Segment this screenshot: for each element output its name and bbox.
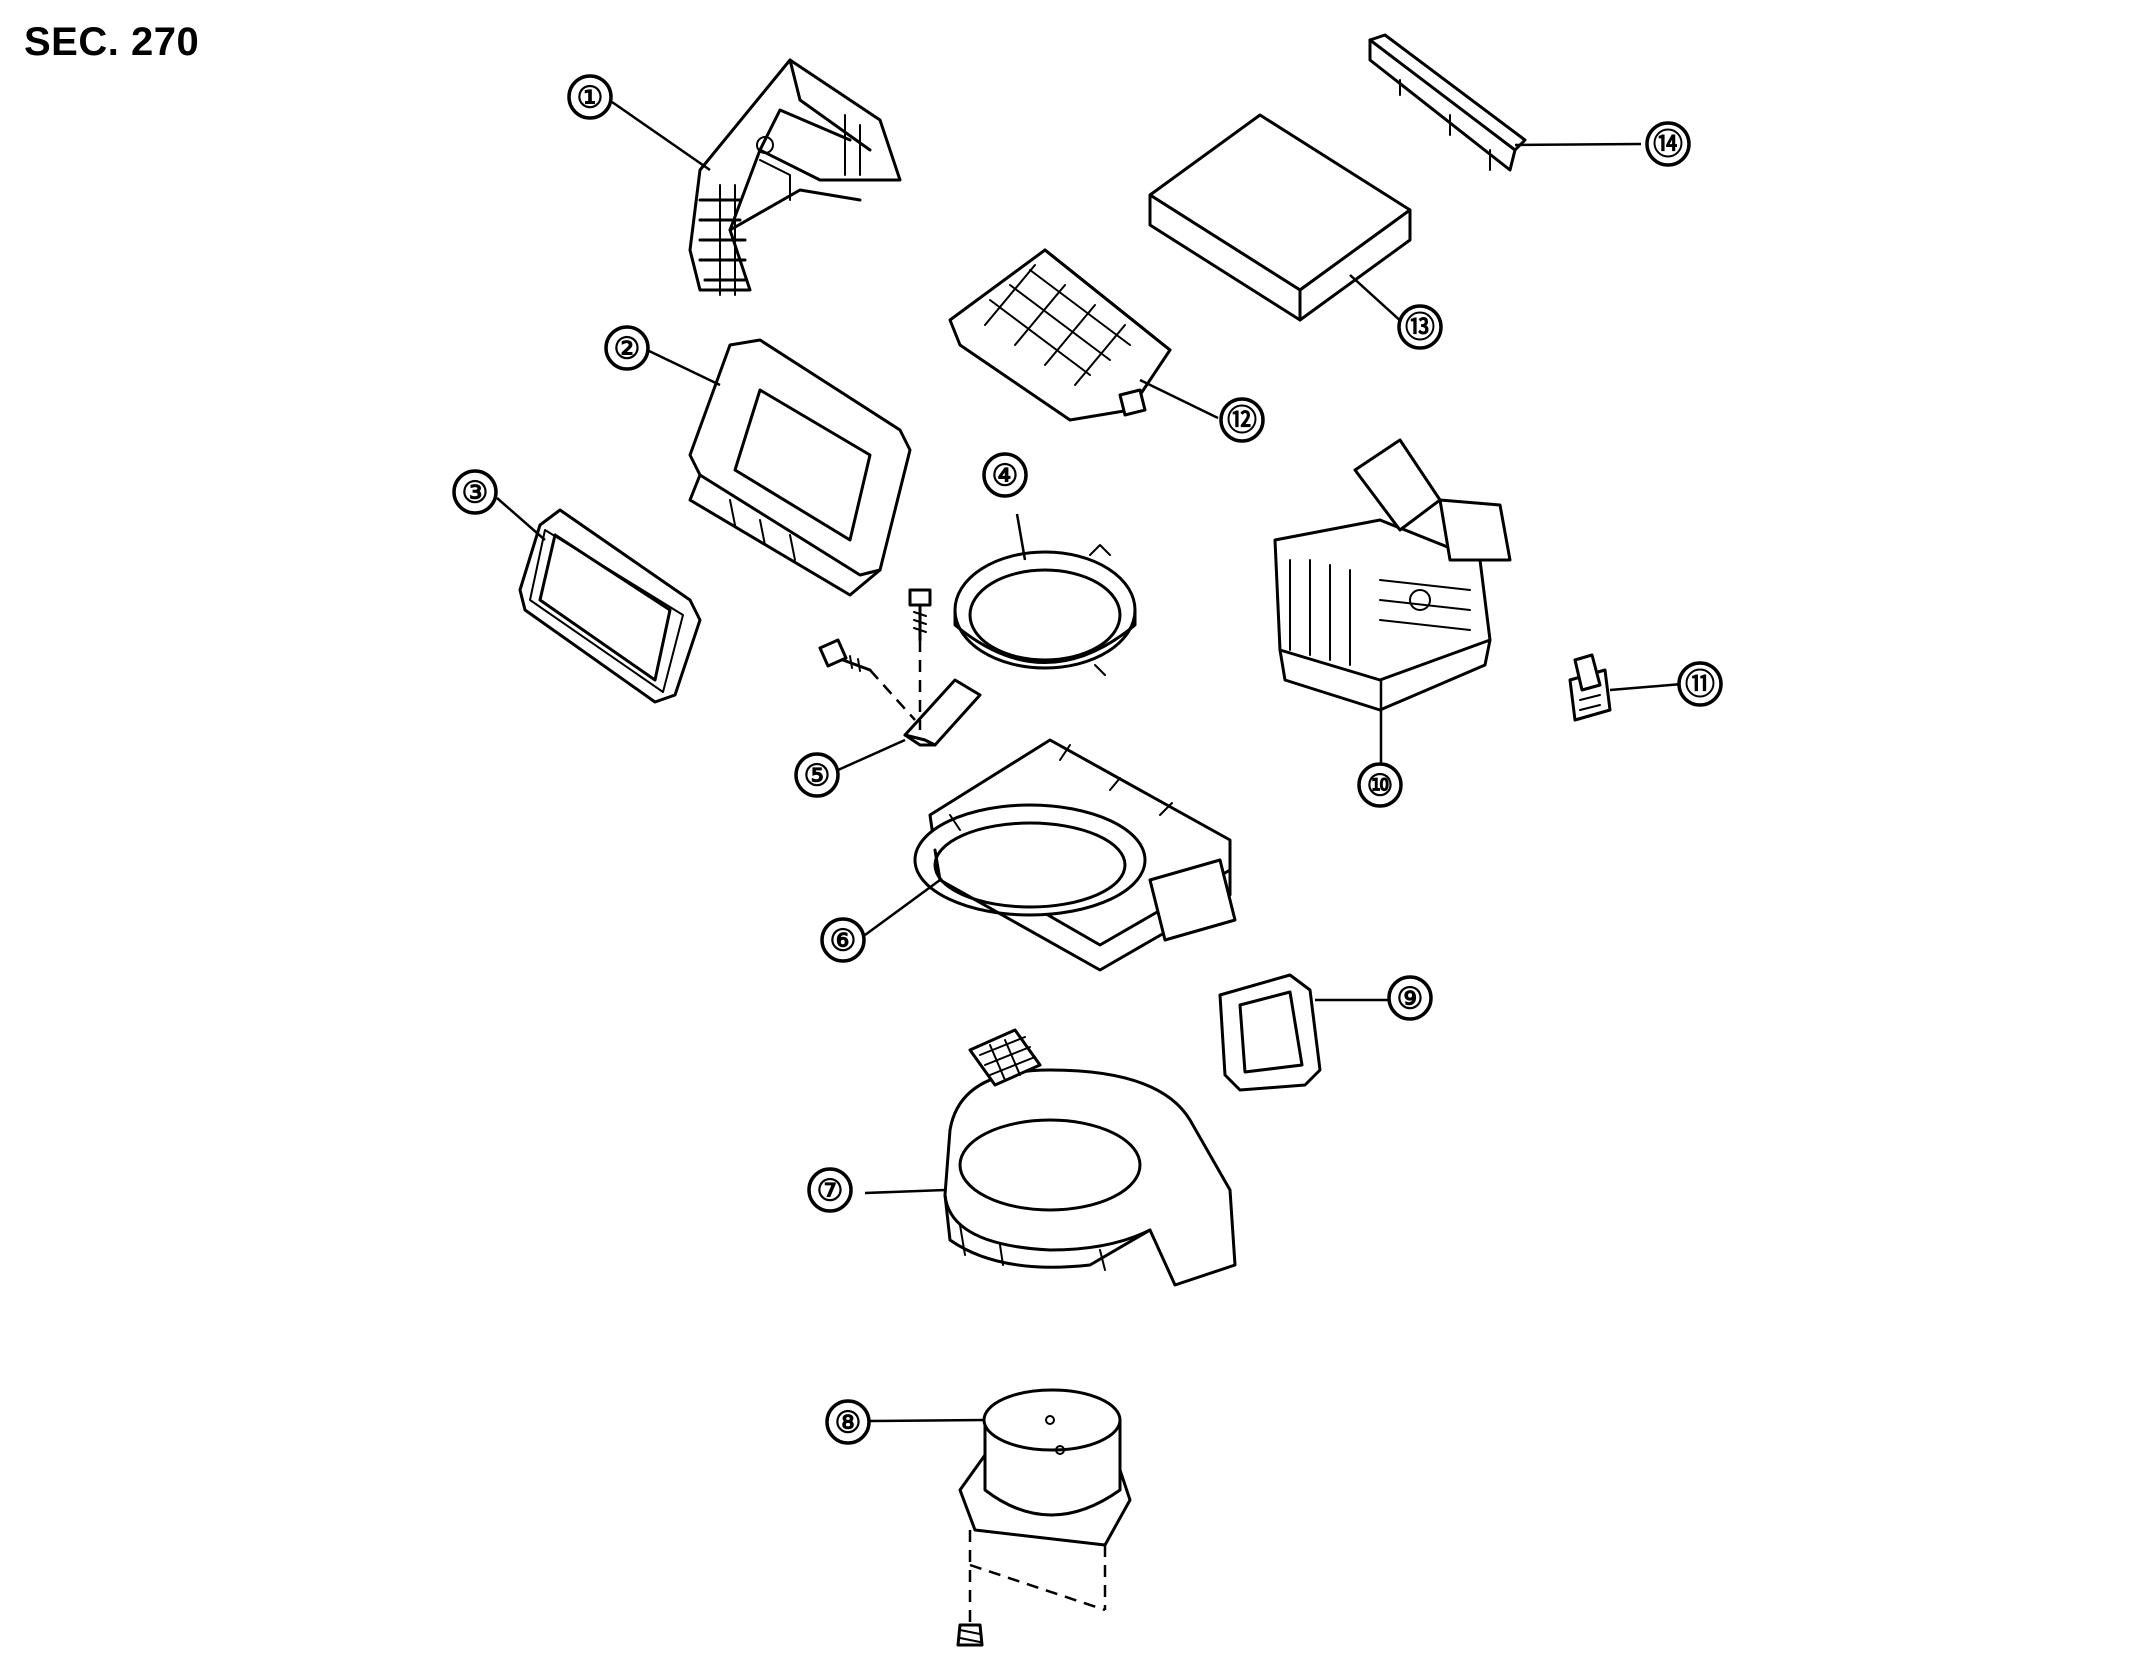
callout-duct-seal: ⑨ <box>1387 975 1433 1021</box>
callout-fan-assembly: ⑫ <box>1219 397 1265 443</box>
callout-number: ① <box>577 82 604 115</box>
callout-number: ② <box>614 333 641 366</box>
callout-circle <box>1387 975 1433 1021</box>
part-intake-unit-case <box>1273 438 1512 712</box>
callout-number: ⑭ <box>1653 129 1683 162</box>
callout-circle <box>1397 304 1443 350</box>
callout-number: ④ <box>992 460 1019 493</box>
callout-number: ⑥ <box>830 925 857 958</box>
callout-intake-unit-case: ⑩ <box>1357 762 1403 808</box>
part-upper-blower-case <box>913 738 1237 972</box>
callout-number: ⑨ <box>1397 983 1424 1016</box>
part-lower-blower-case <box>943 1028 1237 1287</box>
callout-bracket-with-bolts: ⑤ <box>794 752 840 798</box>
part-bracket-with-bolts <box>818 588 982 747</box>
callout-circle <box>1645 121 1691 167</box>
callout-intake-door-motor: ⑪ <box>1677 661 1723 707</box>
callout-air-filter: ⑬ <box>1397 304 1443 350</box>
callout-bell-mouth-ring: ④ <box>982 452 1028 498</box>
callout-circle <box>820 917 866 963</box>
callout-number: ⑫ <box>1227 405 1257 438</box>
callout-circle <box>604 325 650 371</box>
callout-blower-motor: ⑧ <box>825 1399 871 1445</box>
callout-circle <box>982 452 1028 498</box>
leader-lines <box>496 100 1683 1423</box>
part-intake-door-case <box>688 58 902 296</box>
callout-circle <box>807 1167 853 1213</box>
callout-number: ⑪ <box>1685 669 1715 702</box>
callout-upper-blower-case: ⑥ <box>820 917 866 963</box>
callout-filter-cover: ⑭ <box>1645 121 1691 167</box>
part-intake-door-motor <box>1568 653 1612 722</box>
part-air-filter <box>1148 113 1412 322</box>
callouts: ① ② ③ ④ ⑤ ⑥ ⑦ ⑧ ⑨ ⑩ ⑪ ⑫ ⑬ ⑭ <box>452 74 1723 1445</box>
part-blower-motor <box>956 1388 1132 1647</box>
callout-number: ⑤ <box>804 760 831 793</box>
part-fan-assembly <box>948 248 1172 422</box>
callout-number: ⑩ <box>1367 770 1394 803</box>
callout-number: ③ <box>462 477 489 510</box>
part-gasket <box>518 508 702 704</box>
callout-circle <box>567 74 613 120</box>
part-bell-mouth-ring <box>953 544 1137 676</box>
section-label: SEC. 270 <box>24 20 200 64</box>
callout-number: ⑧ <box>835 1407 862 1440</box>
callout-gasket: ③ <box>452 469 498 515</box>
callout-circle <box>1357 762 1403 808</box>
callout-lower-blower-case: ⑦ <box>807 1167 853 1213</box>
callout-seal-frame: ② <box>604 325 650 371</box>
callout-circle <box>825 1399 871 1445</box>
callout-intake-door-case: ① <box>567 74 613 120</box>
callout-circle <box>1219 397 1265 443</box>
part-duct-seal <box>1218 973 1322 1092</box>
callout-number: ⑬ <box>1405 312 1435 345</box>
callout-circle <box>794 752 840 798</box>
callout-circle <box>1677 661 1723 707</box>
part-seal-frame <box>688 338 912 597</box>
callout-number: ⑦ <box>817 1175 844 1208</box>
part-filter-cover <box>1368 33 1527 172</box>
callout-circle <box>452 469 498 515</box>
